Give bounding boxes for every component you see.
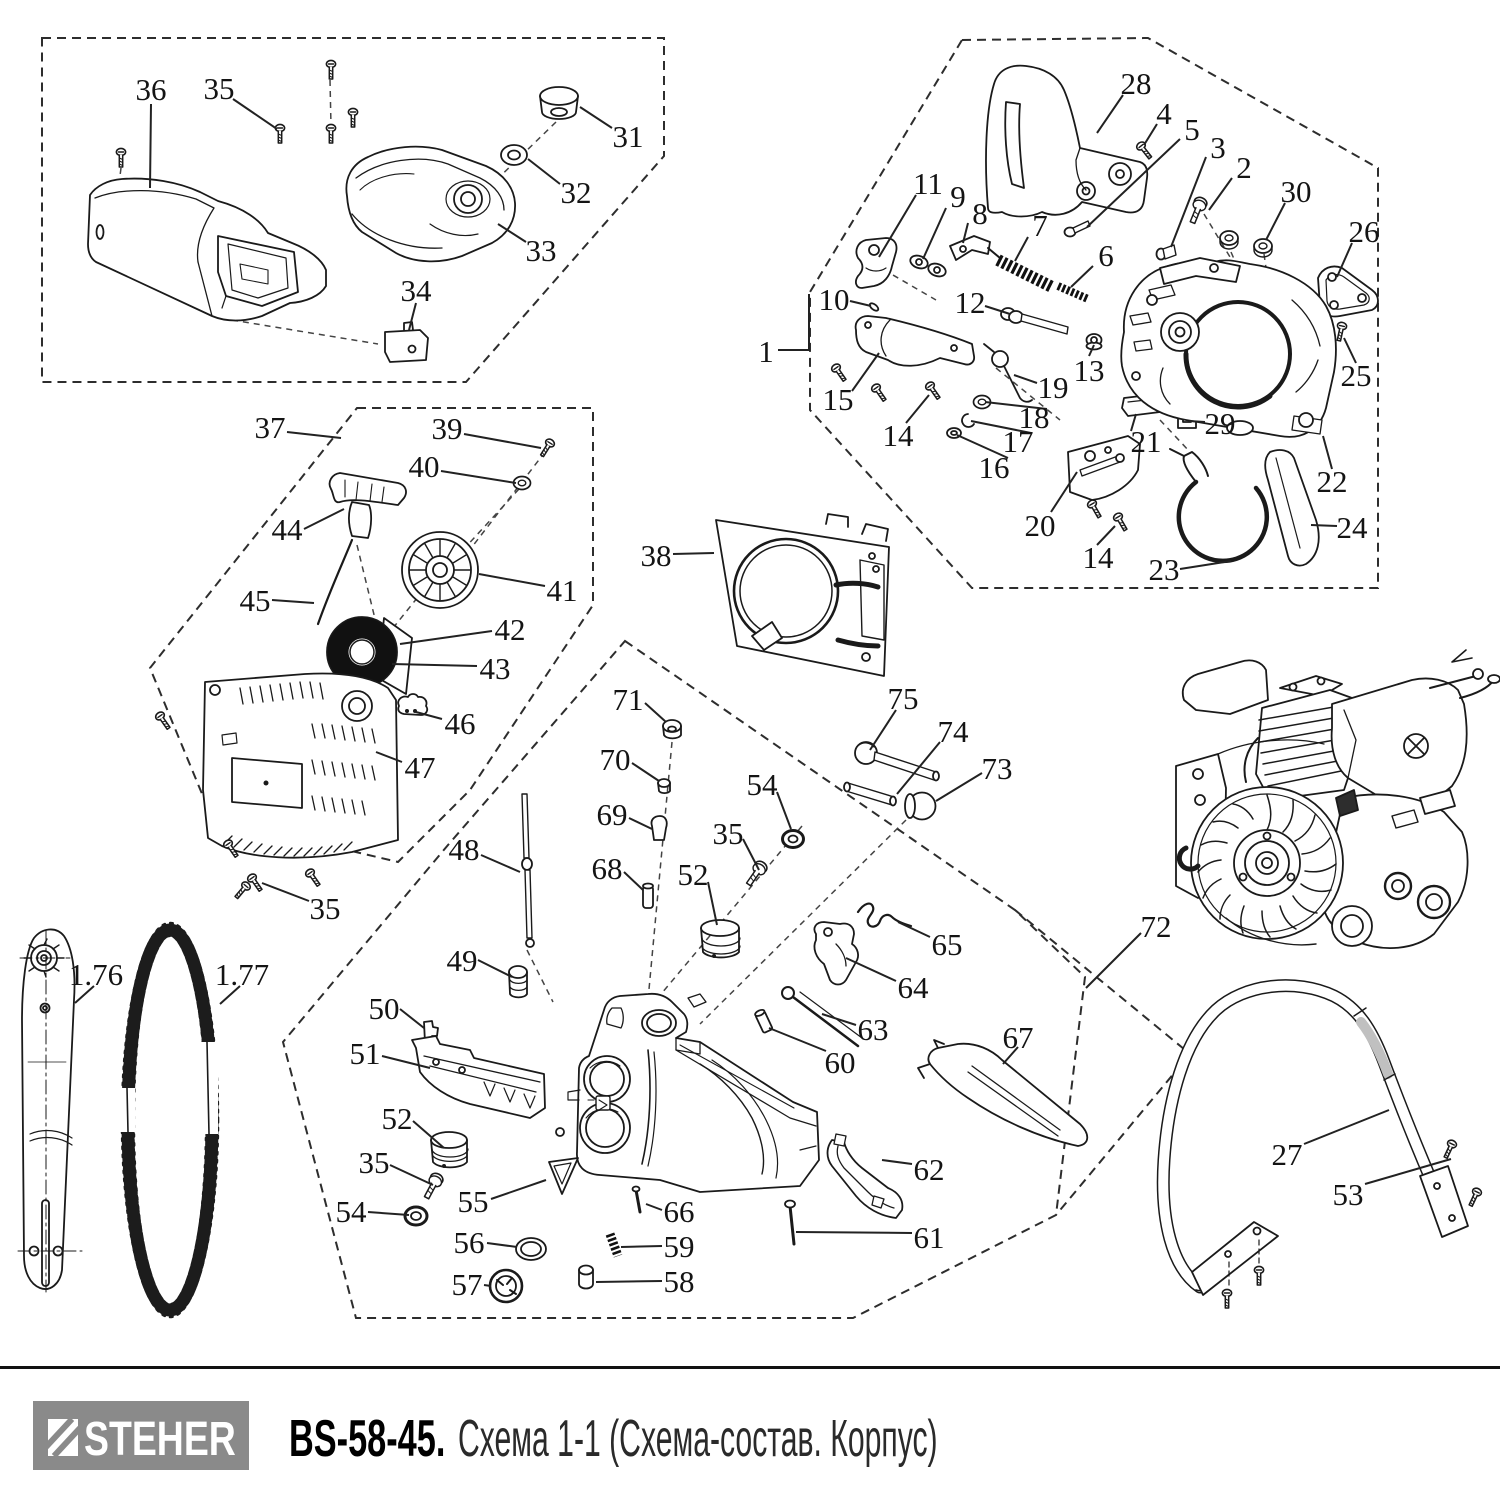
svg-text:1.76: 1.76	[69, 957, 123, 992]
svg-text:35: 35	[310, 891, 341, 926]
svg-text:46: 46	[445, 706, 476, 741]
svg-text:56: 56	[454, 1225, 485, 1260]
svg-text:65: 65	[932, 927, 963, 962]
svg-text:21: 21	[1131, 424, 1162, 459]
svg-text:36: 36	[136, 72, 167, 107]
svg-text:58: 58	[664, 1264, 695, 1299]
svg-text:Схема 1-1 (Схема-состав. Корпу: Схема 1-1 (Схема-состав. Корпус)	[458, 1411, 938, 1468]
svg-text:74: 74	[938, 714, 970, 749]
svg-text:71: 71	[613, 682, 644, 717]
svg-text:23: 23	[1149, 552, 1180, 587]
svg-text:54: 54	[336, 1194, 368, 1229]
svg-text:15: 15	[823, 382, 854, 417]
svg-text:38: 38	[641, 538, 672, 573]
svg-text:54: 54	[747, 767, 779, 802]
svg-text:5: 5	[1184, 112, 1200, 147]
svg-text:3: 3	[1210, 130, 1226, 165]
svg-text:51: 51	[350, 1036, 381, 1071]
svg-text:14: 14	[1083, 540, 1115, 575]
svg-text:66: 66	[664, 1194, 695, 1229]
svg-text:25: 25	[1341, 358, 1372, 393]
svg-text:30: 30	[1281, 174, 1312, 209]
svg-text:14: 14	[883, 418, 915, 453]
svg-text:STEHER: STEHER	[84, 1413, 236, 1467]
svg-text:68: 68	[592, 851, 623, 886]
svg-text:24: 24	[1337, 510, 1369, 545]
svg-text:11: 11	[913, 166, 943, 201]
svg-text:72: 72	[1141, 909, 1172, 944]
svg-text:52: 52	[678, 857, 709, 892]
svg-text:60: 60	[825, 1045, 856, 1080]
svg-text:32: 32	[561, 175, 592, 210]
svg-text:22: 22	[1317, 464, 1348, 499]
svg-text:50: 50	[369, 991, 400, 1026]
svg-text:28: 28	[1121, 66, 1152, 101]
svg-text:26: 26	[1349, 214, 1380, 249]
svg-text:47: 47	[405, 750, 436, 785]
svg-text:35: 35	[713, 816, 744, 851]
svg-text:6: 6	[1098, 238, 1114, 273]
svg-text:27: 27	[1272, 1137, 1303, 1172]
svg-text:1.77: 1.77	[215, 957, 269, 992]
svg-text:73: 73	[982, 751, 1013, 786]
svg-text:18: 18	[1019, 400, 1050, 435]
svg-text:52: 52	[382, 1101, 413, 1136]
svg-text:10: 10	[819, 282, 850, 317]
svg-text:16: 16	[979, 450, 1010, 485]
svg-text:69: 69	[597, 797, 628, 832]
svg-text:63: 63	[858, 1012, 889, 1047]
svg-text:64: 64	[898, 970, 930, 1005]
svg-text:35: 35	[359, 1145, 390, 1180]
svg-text:39: 39	[432, 411, 463, 446]
svg-text:70: 70	[600, 742, 631, 777]
svg-text:34: 34	[401, 273, 433, 308]
svg-text:55: 55	[458, 1184, 489, 1219]
svg-text:59: 59	[664, 1229, 695, 1264]
svg-text:62: 62	[914, 1152, 945, 1187]
svg-text:4: 4	[1156, 96, 1172, 131]
svg-text:8: 8	[972, 196, 988, 231]
svg-text:44: 44	[272, 512, 304, 547]
svg-text:29: 29	[1205, 406, 1236, 441]
svg-text:57: 57	[452, 1267, 483, 1302]
svg-text:1: 1	[758, 334, 774, 369]
svg-text:2: 2	[1236, 150, 1252, 185]
svg-text:40: 40	[409, 449, 440, 484]
svg-text:67: 67	[1003, 1020, 1034, 1055]
svg-text:BS-58-45.: BS-58-45.	[289, 1410, 445, 1468]
svg-text:7: 7	[1032, 208, 1048, 243]
svg-text:49: 49	[447, 943, 478, 978]
svg-text:19: 19	[1038, 370, 1069, 405]
svg-text:43: 43	[480, 651, 511, 686]
svg-text:9: 9	[950, 179, 966, 214]
svg-text:53: 53	[1333, 1177, 1364, 1212]
svg-text:45: 45	[240, 583, 271, 618]
svg-text:41: 41	[547, 573, 578, 608]
svg-text:33: 33	[526, 233, 557, 268]
svg-text:12: 12	[955, 285, 986, 320]
svg-text:13: 13	[1074, 353, 1105, 388]
svg-text:75: 75	[888, 681, 919, 716]
svg-text:42: 42	[495, 612, 526, 647]
svg-text:61: 61	[914, 1220, 945, 1255]
svg-text:35: 35	[204, 71, 235, 106]
svg-text:20: 20	[1025, 508, 1056, 543]
svg-text:48: 48	[449, 832, 480, 867]
svg-text:37: 37	[255, 410, 286, 445]
svg-text:17: 17	[1003, 424, 1034, 459]
svg-text:31: 31	[613, 119, 644, 154]
